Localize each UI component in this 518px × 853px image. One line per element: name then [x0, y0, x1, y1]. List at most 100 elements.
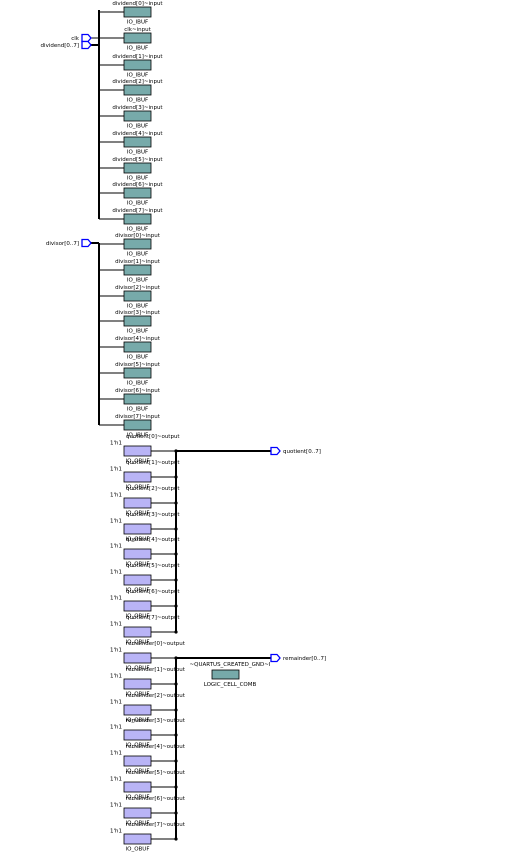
obuf-instance-label: remainder[0]~output [126, 641, 186, 647]
obuf-pin-label: 1'h1 [110, 648, 122, 654]
obuf-block[interactable] [123, 497, 152, 509]
obuf-block[interactable] [123, 471, 152, 483]
ibuf-instance-label: divisor[2]~input [115, 285, 161, 291]
ibuf-block[interactable] [123, 32, 152, 44]
obuf-type-label: IO_OBUF [126, 847, 150, 853]
junction-dot [174, 837, 178, 841]
ibuf-type-label: IO_IBUF [127, 124, 148, 130]
obuf-type-label: IO_OBUF [126, 666, 150, 672]
ibuf-instance-label: dividend[5]~input [112, 157, 163, 163]
ibuf-block[interactable] [123, 136, 152, 148]
ibuf-block[interactable] [123, 213, 152, 225]
junction-dot [174, 630, 178, 634]
ibuf-type-label: IO_IBUF [127, 407, 148, 413]
dividend-port-label: dividend[0..7] [41, 43, 79, 49]
obuf-block[interactable] [123, 652, 152, 664]
ibuf-instance-label: divisor[1]~input [115, 259, 161, 265]
obuf-instance-label: quotient[0]~output [126, 434, 180, 440]
ibuf-type-label: IO_IBUF [127, 227, 148, 233]
ibuf-type-label: IO_IBUF [127, 381, 148, 387]
junction-dot [174, 604, 178, 608]
ibuf-block[interactable] [123, 84, 152, 96]
wires [91, 10, 271, 841]
obuf-instance-label: remainder[3]~output [126, 718, 186, 724]
obuf-block[interactable] [123, 729, 152, 741]
junction-dot [174, 552, 178, 556]
ibuf-block[interactable] [123, 6, 152, 18]
ibuf-block[interactable] [123, 187, 152, 199]
ibuf-block[interactable] [123, 367, 152, 379]
ibuf-type-label: IO_IBUF [127, 329, 148, 335]
divisor-port-label: divisor[0..7] [46, 241, 79, 247]
obuf-pin-label: 1'h1 [110, 596, 122, 602]
ibuf-block[interactable] [123, 59, 152, 71]
ibuf-block[interactable] [123, 393, 152, 405]
ibuf-type-label: IO_IBUF [127, 176, 148, 182]
ibuf-type-label: IO_IBUF [127, 20, 148, 26]
obuf-block[interactable] [123, 678, 152, 690]
ibuf-instance-label: dividend[4]~input [112, 131, 163, 137]
obuf-pin-label: 1'h1 [110, 467, 122, 473]
ibuf-type-label: IO_IBUF [127, 201, 148, 207]
cells: dividend[0]~inputIO_IBUFclk~inputIO_IBUF… [110, 1, 271, 853]
ibuf-block[interactable] [123, 238, 152, 250]
junction-dot [174, 527, 178, 531]
ibuf-block[interactable] [123, 290, 152, 302]
obuf-block[interactable] [123, 600, 152, 612]
junction-dot [174, 759, 178, 763]
junction-dot [174, 501, 178, 505]
obuf-block[interactable] [123, 548, 152, 560]
clk-port[interactable] [81, 33, 92, 43]
obuf-type-label: IO_OBUF [126, 537, 150, 543]
obuf-block[interactable] [123, 523, 152, 535]
obuf-block[interactable] [123, 755, 152, 767]
obuf-instance-label: quotient[5]~output [126, 563, 180, 569]
obuf-block[interactable] [123, 781, 152, 793]
obuf-block[interactable] [123, 833, 152, 845]
obuf-instance-label: remainder[6]~output [126, 796, 186, 802]
obuf-pin-label: 1'h1 [110, 570, 122, 576]
obuf-block[interactable] [123, 574, 152, 586]
junction-dot [174, 682, 178, 686]
ibuf-type-label: IO_IBUF [127, 304, 148, 310]
ibuf-type-label: IO_IBUF [127, 355, 148, 361]
ibuf-block[interactable] [123, 264, 152, 276]
ibuf-instance-label: divisor[5]~input [115, 362, 161, 368]
ibuf-block[interactable] [123, 162, 152, 174]
obuf-instance-label: quotient[6]~output [126, 589, 180, 595]
obuf-block[interactable] [123, 704, 152, 716]
obuf-block[interactable] [123, 807, 152, 819]
quotient-port-label: quotient[0..7] [283, 449, 321, 455]
obuf-type-label: IO_OBUF [126, 795, 150, 801]
obuf-instance-label: remainder[4]~output [126, 744, 186, 750]
obuf-pin-label: 1'h1 [110, 674, 122, 680]
obuf-type-label: IO_OBUF [126, 718, 150, 724]
obuf-block[interactable] [123, 445, 152, 457]
obuf-pin-label: 1'h1 [110, 622, 122, 628]
obuf-type-label: IO_OBUF [126, 692, 150, 698]
obuf-instance-label: quotient[4]~output [126, 537, 180, 543]
ibuf-type-label: IO_IBUF [127, 433, 148, 439]
remainder-port[interactable] [270, 653, 281, 663]
obuf-instance-label: quotient[1]~output [126, 460, 180, 466]
ibuf-type-label: IO_IBUF [127, 278, 148, 284]
ibuf-instance-label: divisor[4]~input [115, 336, 161, 342]
junction-dot [174, 578, 178, 582]
ibuf-block[interactable] [123, 419, 152, 431]
quotient-port[interactable] [270, 446, 281, 456]
obuf-instance-label: remainder[5]~output [126, 770, 186, 776]
obuf-block[interactable] [123, 626, 152, 638]
divisor-port[interactable] [81, 238, 92, 248]
clk-port-label: clk [71, 36, 80, 42]
ibuf-type-label: IO_IBUF [127, 252, 148, 258]
gnd-logic-cell[interactable] [211, 669, 240, 680]
obuf-pin-label: 1'h1 [110, 777, 122, 783]
obuf-instance-label: quotient[2]~output [126, 486, 180, 492]
ibuf-instance-label: divisor[6]~input [115, 388, 161, 394]
ibuf-block[interactable] [123, 315, 152, 327]
ibuf-block[interactable] [123, 110, 152, 122]
gnd-cell-instance-label: ~QUARTUS_CREATED_GND~I [190, 662, 271, 668]
dividend-port[interactable] [81, 40, 92, 50]
ibuf-block[interactable] [123, 341, 152, 353]
